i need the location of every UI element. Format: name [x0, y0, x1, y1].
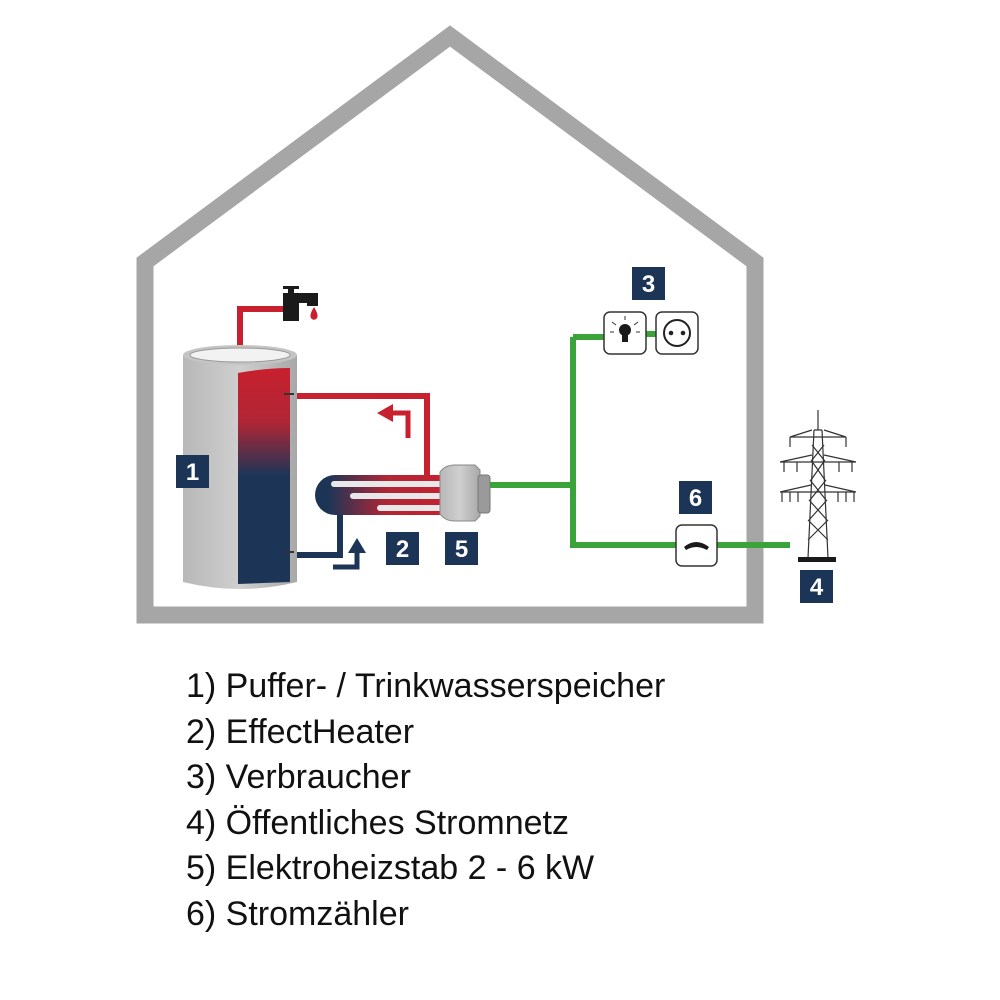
cold-flow-arrowhead — [348, 538, 366, 553]
light-bulb-icon — [603, 311, 647, 355]
legend-item-3: 3) Verbraucher — [186, 758, 411, 796]
label-badge-2: 2 — [386, 532, 419, 565]
house-outline — [136, 25, 764, 624]
hot-water-pipe — [297, 393, 430, 477]
svg-text:4: 4 — [810, 574, 824, 601]
legend-item-5: 5) Elektroheizstab 2 - 6 kW — [186, 849, 595, 887]
hot-flow-arrow-icon — [391, 410, 411, 438]
svg-text:5: 5 — [455, 536, 468, 563]
legend: 1) Puffer- / Trinkwasserspeicher 2) Effe… — [186, 664, 665, 937]
svg-text:2: 2 — [396, 536, 409, 563]
faucet-icon — [283, 286, 318, 321]
label-badge-4: 4 — [800, 570, 833, 603]
label-badge-1: 1 — [176, 455, 209, 488]
svg-text:3: 3 — [642, 271, 655, 298]
label-badge-5: 5 — [445, 532, 478, 565]
heating-element-connector — [439, 464, 491, 522]
svg-text:6: 6 — [689, 485, 702, 512]
storage-tank — [183, 345, 297, 589]
power-pylon-icon — [779, 410, 857, 562]
cold-water-pipe — [297, 510, 343, 558]
cold-flow-arrow-icon — [333, 550, 360, 570]
effect-heater — [315, 475, 446, 515]
svg-text:1: 1 — [186, 459, 199, 486]
hot-flow-arrowhead — [377, 404, 393, 422]
legend-item-2: 2) EffectHeater — [186, 712, 415, 751]
label-badge-6: 6 — [679, 481, 712, 514]
electricity-meter-icon — [675, 524, 718, 567]
power-line — [490, 331, 790, 548]
legend-item-6: 6) Stromzähler — [186, 894, 409, 933]
legend-item-1: 1) Puffer- / Trinkwasserspeicher — [186, 667, 666, 705]
hot-water-pipe-faucet — [237, 306, 288, 356]
power-socket-icon — [655, 311, 699, 355]
label-badge-3: 3 — [632, 267, 665, 300]
legend-item-4: 4) Öffentliches Stromnetz — [186, 803, 569, 842]
